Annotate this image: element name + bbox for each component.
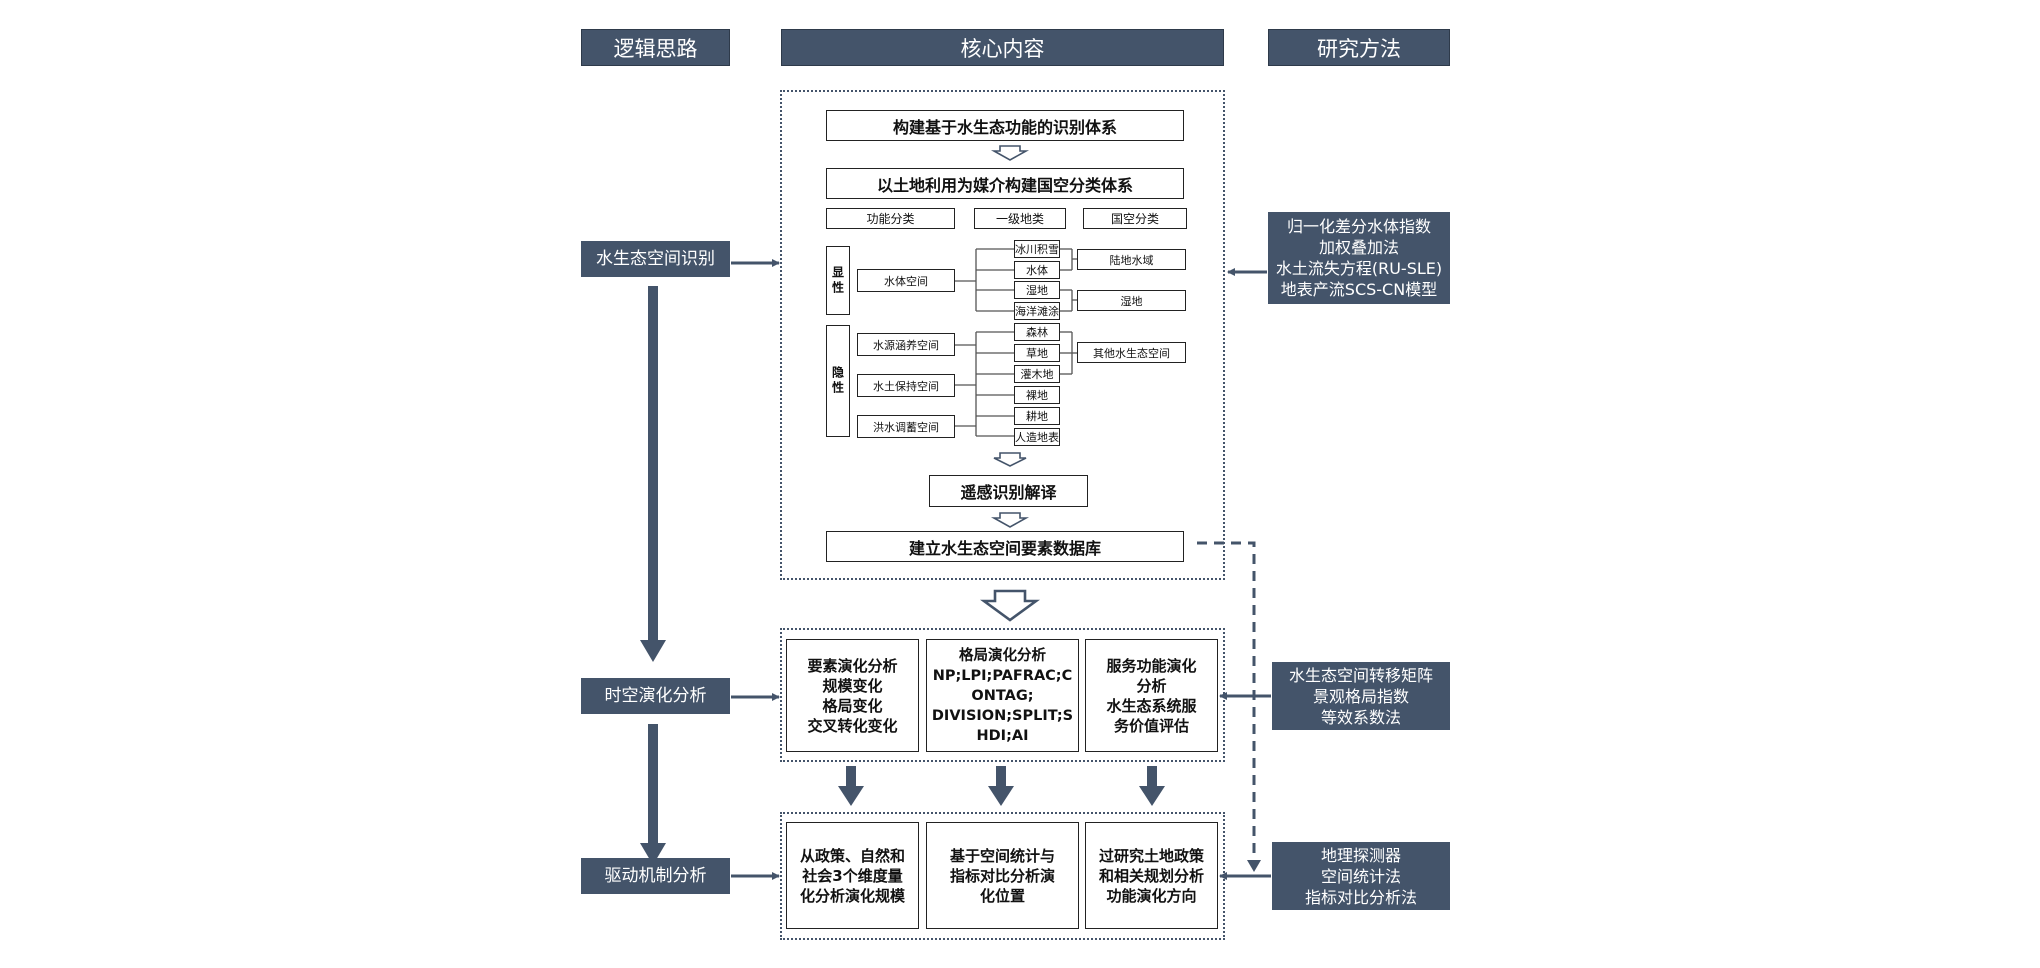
evolution-service-box: 服务功能演化 分析 水生态系统服 务价值评估 xyxy=(1085,639,1218,752)
stage-identify: 水生态空间识别 xyxy=(581,241,730,277)
header-core: 核心内容 xyxy=(781,29,1224,66)
col-head-national: 国空分类 xyxy=(1083,208,1187,229)
step-identify-system: 构建基于水生态功能的识别体系 xyxy=(826,110,1184,141)
evo-pattern-line-2: NP;LPI;PAFRAC;C xyxy=(932,667,1073,684)
method-transfer-matrix: 水生态空间转移矩阵 xyxy=(1288,665,1433,685)
explicit-label: 显性 xyxy=(826,246,850,315)
core-driver-panel xyxy=(780,812,1225,940)
driver-location-box: 基于空间统计与 指标对比分析演 化位置 xyxy=(926,822,1079,929)
method-equivalent-coefficient: 等效系数法 xyxy=(1320,707,1401,727)
method-landscape-index: 景观格局指数 xyxy=(1312,686,1409,706)
method-to-core-arrows xyxy=(1219,268,1271,880)
method-rusle: 水土流失方程(RU-SLE) xyxy=(1275,259,1443,278)
evo-service-line-4: 务价值评估 xyxy=(1113,716,1189,735)
evo-pattern-line-4: DIVISION;SPLIT;S xyxy=(931,707,1074,724)
driver-location-line-2: 指标对比分析演 xyxy=(949,866,1055,885)
driver-scale-line-1: 从政策、自然和 xyxy=(799,846,905,865)
stage-driver: 驱动机制分析 xyxy=(581,858,730,894)
landtype-wetland: 湿地 xyxy=(1014,281,1060,299)
evolution-pattern-box: 格局演化分析 NP;LPI;PAFRAC;C ONTAG; DIVISION;S… xyxy=(926,639,1079,752)
national-wetland: 湿地 xyxy=(1077,290,1186,311)
landtype-forest: 森林 xyxy=(1014,323,1060,341)
driver-scale-line-3: 化分析演化规模 xyxy=(799,886,905,905)
landtype-cropland: 耕地 xyxy=(1014,407,1060,425)
landtype-grassland: 草地 xyxy=(1014,344,1060,362)
driver-location-line-3: 化位置 xyxy=(979,886,1025,905)
landtype-bare: 裸地 xyxy=(1014,386,1060,404)
evo-elem-line-4: 交叉转化变化 xyxy=(807,716,898,735)
landtype-glacier: 冰川积雪 xyxy=(1014,240,1060,258)
methods-evolution: 水生态空间转移矩阵 景观格局指数 等效系数法 xyxy=(1272,662,1450,730)
national-other-water-eco: 其他水生态空间 xyxy=(1077,342,1186,363)
function-water-body: 水体空间 xyxy=(857,269,955,292)
evo-elem-line-1: 要素演化分析 xyxy=(807,656,898,675)
implicit-text: 隐性 xyxy=(830,366,845,396)
method-scs-cn: 地表产流SCS-CN模型 xyxy=(1280,280,1438,299)
evo-service-line-1: 服务功能演化 xyxy=(1106,656,1197,675)
method-ndwi: 归一化差分水体指数 xyxy=(1286,217,1431,236)
evolution-to-driver-arrows xyxy=(838,766,1165,806)
classification-connectors xyxy=(955,248,1077,437)
core-identification-panel xyxy=(780,90,1225,580)
methods-identify: 归一化差分水体指数 加权叠加法 水土流失方程(RU-SLE) 地表产流SCS-C… xyxy=(1268,212,1450,304)
evolution-element-box: 要素演化分析 规模变化 格局变化 交叉转化变化 xyxy=(786,639,919,752)
method-indicator-comparison: 指标对比分析法 xyxy=(1304,887,1417,907)
method-weighted-overlay: 加权叠加法 xyxy=(1318,238,1399,257)
col-head-landtype: 一级地类 xyxy=(974,208,1066,229)
function-soil-conservation: 水土保持空间 xyxy=(857,374,955,397)
driver-scale-box: 从政策、自然和 社会3个维度量 化分析演化规模 xyxy=(786,822,919,929)
landtype-water: 水体 xyxy=(1014,261,1060,279)
driver-direction-line-2: 和相关规划分析 xyxy=(1098,866,1204,885)
driver-scale-line-2: 社会3个维度量 xyxy=(802,866,903,885)
left-flow-arrows xyxy=(640,286,666,865)
explicit-text: 显性 xyxy=(830,265,845,296)
evo-service-line-3: 水生态系统服 xyxy=(1106,696,1197,715)
evo-pattern-line-5: HDI;AI xyxy=(976,727,1029,744)
step-database: 建立水生态空间要素数据库 xyxy=(826,531,1184,562)
step-classification-system: 以土地利用为媒介构建国空分类体系 xyxy=(826,168,1184,199)
stage-evolution: 时空演化分析 xyxy=(581,678,730,714)
national-land-water: 陆地水域 xyxy=(1077,249,1186,270)
driver-direction-line-3: 功能演化方向 xyxy=(1106,886,1197,905)
landtype-artificial: 人造地表 xyxy=(1014,428,1060,446)
driver-direction-line-1: 过研究土地政策 xyxy=(1098,846,1204,865)
header-logic: 逻辑思路 xyxy=(581,29,730,66)
evo-pattern-line-1: 格局演化分析 xyxy=(959,647,1046,664)
evo-service-line-2: 分析 xyxy=(1136,676,1167,695)
method-geodetector: 地理探测器 xyxy=(1320,845,1401,865)
landtype-tidal-flat: 海洋滩涂 xyxy=(1014,302,1060,320)
hollow-arrows xyxy=(980,145,1040,622)
method-spatial-statistics: 空间统计法 xyxy=(1320,866,1401,886)
evo-elem-line-2: 规模变化 xyxy=(822,676,883,695)
header-methods: 研究方法 xyxy=(1268,29,1450,66)
implicit-label: 隐性 xyxy=(826,325,850,437)
evo-elem-line-3: 格局变化 xyxy=(822,696,883,715)
driver-location-line-1: 基于空间统计与 xyxy=(949,846,1055,865)
methods-driver: 地理探测器 空间统计法 指标对比分析法 xyxy=(1272,842,1450,910)
step-remote-sensing: 遥感识别解译 xyxy=(929,475,1088,507)
evo-pattern-line-3: ONTAG; xyxy=(971,687,1034,704)
database-dashed-link xyxy=(1197,541,1256,862)
driver-direction-box: 过研究土地政策 和相关规划分析 功能演化方向 xyxy=(1085,822,1218,929)
function-flood-storage: 洪水调蓄空间 xyxy=(857,415,955,438)
function-water-conservation: 水源涵养空间 xyxy=(857,333,955,356)
col-head-function: 功能分类 xyxy=(826,208,955,229)
landtype-shrub: 灌木地 xyxy=(1014,365,1060,383)
stage-to-core-arrows xyxy=(731,259,780,880)
core-evolution-panel xyxy=(780,628,1225,762)
